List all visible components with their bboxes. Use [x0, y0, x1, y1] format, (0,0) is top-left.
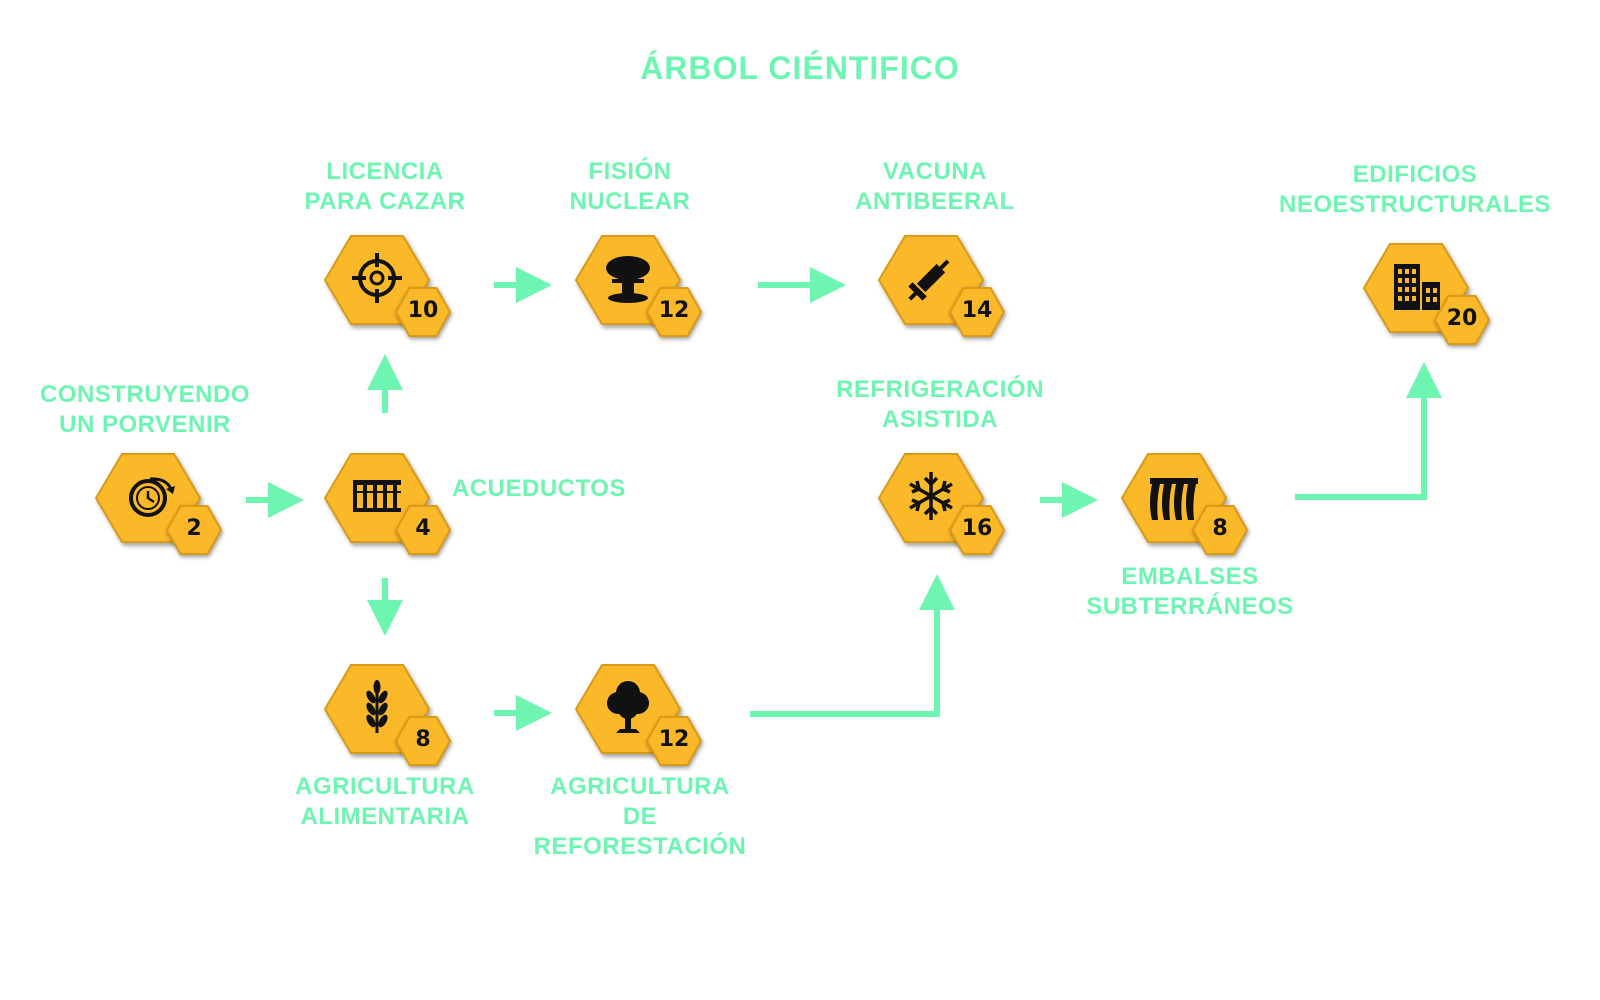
node-construyendo[interactable]: 2 — [94, 450, 228, 570]
cost-badge — [1191, 505, 1249, 555]
cost-value: 12 — [658, 727, 690, 752]
cost-badge — [645, 287, 703, 337]
cost-value: 20 — [1446, 306, 1478, 331]
node-edificios[interactable]: 20 — [1362, 240, 1496, 360]
clock-arrow-icon — [129, 477, 175, 517]
edge-embalses-edificios — [1295, 362, 1442, 500]
snowflake-icon — [909, 472, 953, 520]
node-licencia[interactable]: 10 — [323, 232, 457, 352]
cost-value: 14 — [961, 298, 993, 323]
node-fision[interactable]: 12 — [574, 232, 708, 352]
node-acueductos[interactable]: 4 — [323, 450, 457, 570]
label-acueductos: ACUEDUCTOS — [452, 475, 626, 502]
aqueduct-icon — [353, 480, 401, 512]
node-agri-refo[interactable]: 12 — [574, 661, 708, 781]
cost-value: 8 — [1212, 516, 1228, 541]
cost-badge — [645, 716, 703, 766]
cost-badge — [394, 505, 452, 555]
node-vacuna[interactable]: 14 — [877, 232, 1011, 352]
cost-badge — [948, 287, 1006, 337]
diagram-title: ÁRBOL CIÉNTIFICO — [640, 50, 960, 86]
cost-badge — [948, 505, 1006, 555]
cost-value: 12 — [658, 298, 690, 323]
cost-value: 10 — [407, 298, 439, 323]
cost-value: 2 — [186, 516, 202, 541]
cost-value: 8 — [415, 727, 431, 752]
crosshair-icon — [352, 253, 402, 303]
cost-badge — [165, 505, 223, 555]
syringe-icon — [908, 259, 950, 301]
cost-value: 16 — [961, 516, 993, 541]
dam-icon — [1150, 478, 1198, 520]
cost-badge — [394, 716, 452, 766]
building-icon — [1394, 264, 1440, 310]
wheat-icon — [366, 680, 388, 733]
node-refrigeracion[interactable]: 16 — [877, 450, 1011, 570]
tree-icon — [607, 681, 649, 733]
mushroom-cloud-icon — [606, 256, 650, 303]
cost-badge — [394, 287, 452, 337]
edge-agri-refo-refrigeracion — [750, 574, 955, 717]
cost-badge — [1433, 295, 1491, 345]
node-embalses[interactable]: 8 — [1120, 450, 1254, 570]
cost-value: 4 — [415, 516, 431, 541]
node-agri-alim[interactable]: 8 — [323, 661, 457, 781]
